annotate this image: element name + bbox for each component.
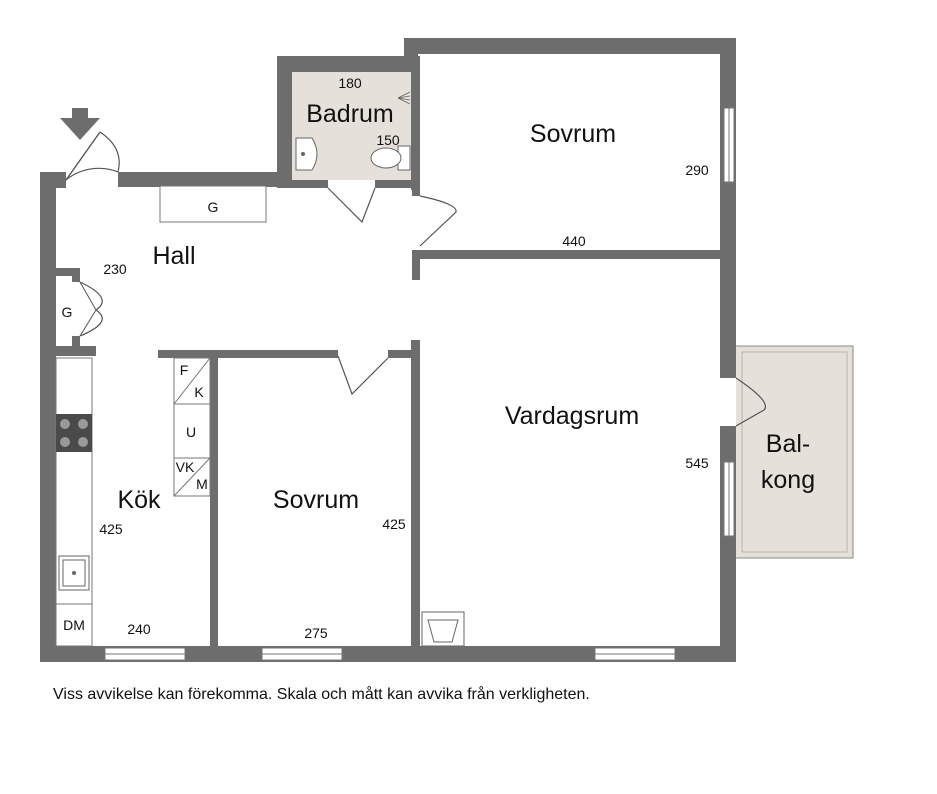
room-balkong-line2: kong xyxy=(761,466,815,494)
wardrobe-small-label: G xyxy=(62,304,73,320)
water-heater-label: VK xyxy=(176,459,195,475)
doors xyxy=(65,131,766,427)
entrance-arrow-icon xyxy=(60,108,100,140)
wall-sovrum-top-right xyxy=(388,350,420,358)
wall-bathroom-bottom-right xyxy=(375,180,420,188)
sink-icon xyxy=(58,555,90,591)
room-balkong-line1: Bal- xyxy=(766,430,810,458)
dim-hall: 230 xyxy=(103,261,127,277)
wall-kitchen-sovrum xyxy=(210,358,218,648)
wall-top-right xyxy=(404,38,736,54)
wall-hall-top-left xyxy=(40,172,66,188)
dim-kok-depth: 425 xyxy=(99,521,123,537)
wall-left xyxy=(40,172,56,662)
sovrum-bottom-door xyxy=(337,355,389,396)
room-kok: Kök xyxy=(117,486,161,514)
wall-closet-top xyxy=(56,268,78,276)
dim-sovrum-bottom-depth: 425 xyxy=(382,516,406,532)
dim-badrum-depth: 150 xyxy=(376,132,400,148)
wall-bottom xyxy=(40,646,736,662)
fridge-label: F xyxy=(180,362,189,378)
kitchen-counter xyxy=(55,357,93,647)
shower-icon xyxy=(397,91,411,105)
dim-sovrum-bottom-width: 275 xyxy=(304,625,328,641)
balcony-railing xyxy=(741,351,848,553)
oven-label: U xyxy=(186,424,196,440)
wardrobe-hall-label: G xyxy=(208,199,219,215)
microwave-label: M xyxy=(196,476,208,492)
wall-bathroom-bottom-left xyxy=(292,180,328,188)
entrance-door-leaf xyxy=(65,131,101,181)
balcony-door xyxy=(735,377,766,427)
wall-sovrum-bottom xyxy=(412,250,736,259)
dim-sovrum-top-width: 440 xyxy=(562,233,586,249)
fireplace-icon xyxy=(421,611,465,647)
balcony-door-opening xyxy=(720,378,736,426)
wardrobe-hall xyxy=(159,185,267,223)
sovrum-top-door xyxy=(419,195,457,247)
room-hall: Hall xyxy=(152,242,195,270)
washbasin-icon xyxy=(295,137,318,171)
entrance-door-swing xyxy=(65,167,119,181)
wall-sovrum-door-jamb xyxy=(412,188,420,196)
toilet-icon xyxy=(370,145,411,171)
dim-badrum-width: 180 xyxy=(338,75,362,91)
room-sovrum-bottom: Sovrum xyxy=(273,486,359,514)
room-badrum: Badrum xyxy=(306,100,394,128)
wall-vardagsrum-left xyxy=(411,340,420,662)
windows xyxy=(104,107,736,661)
stove-icon xyxy=(56,414,92,452)
wall-bathroom-left xyxy=(277,56,292,188)
disclaimer-text: Viss avvikelse kan förekomma. Skala och … xyxy=(53,686,590,703)
wall-top-stub xyxy=(404,38,418,56)
wall-bathroom-right xyxy=(411,56,420,190)
dim-kok-width: 240 xyxy=(127,621,151,637)
bathroom-door xyxy=(327,187,376,224)
dim-sovrum-top-depth: 290 xyxy=(685,162,709,178)
wall-closet-bottom-stub xyxy=(72,336,80,354)
closet-door xyxy=(79,281,103,337)
balcony-floor xyxy=(734,345,854,559)
wall-bathroom-top xyxy=(277,56,418,72)
wall-hall-top xyxy=(118,172,292,187)
room-sovrum-top: Sovrum xyxy=(530,120,616,148)
freezer-label: K xyxy=(194,384,204,400)
room-vardagsrum: Vardagsrum xyxy=(505,402,639,430)
wall-sovrum-top-left xyxy=(158,350,338,358)
dim-vardagsrum-depth: 545 xyxy=(685,455,709,471)
wall-closet-top-stub xyxy=(72,268,80,282)
wall-sovrum-stub xyxy=(412,250,420,280)
dishwasher-label: DM xyxy=(63,617,85,633)
